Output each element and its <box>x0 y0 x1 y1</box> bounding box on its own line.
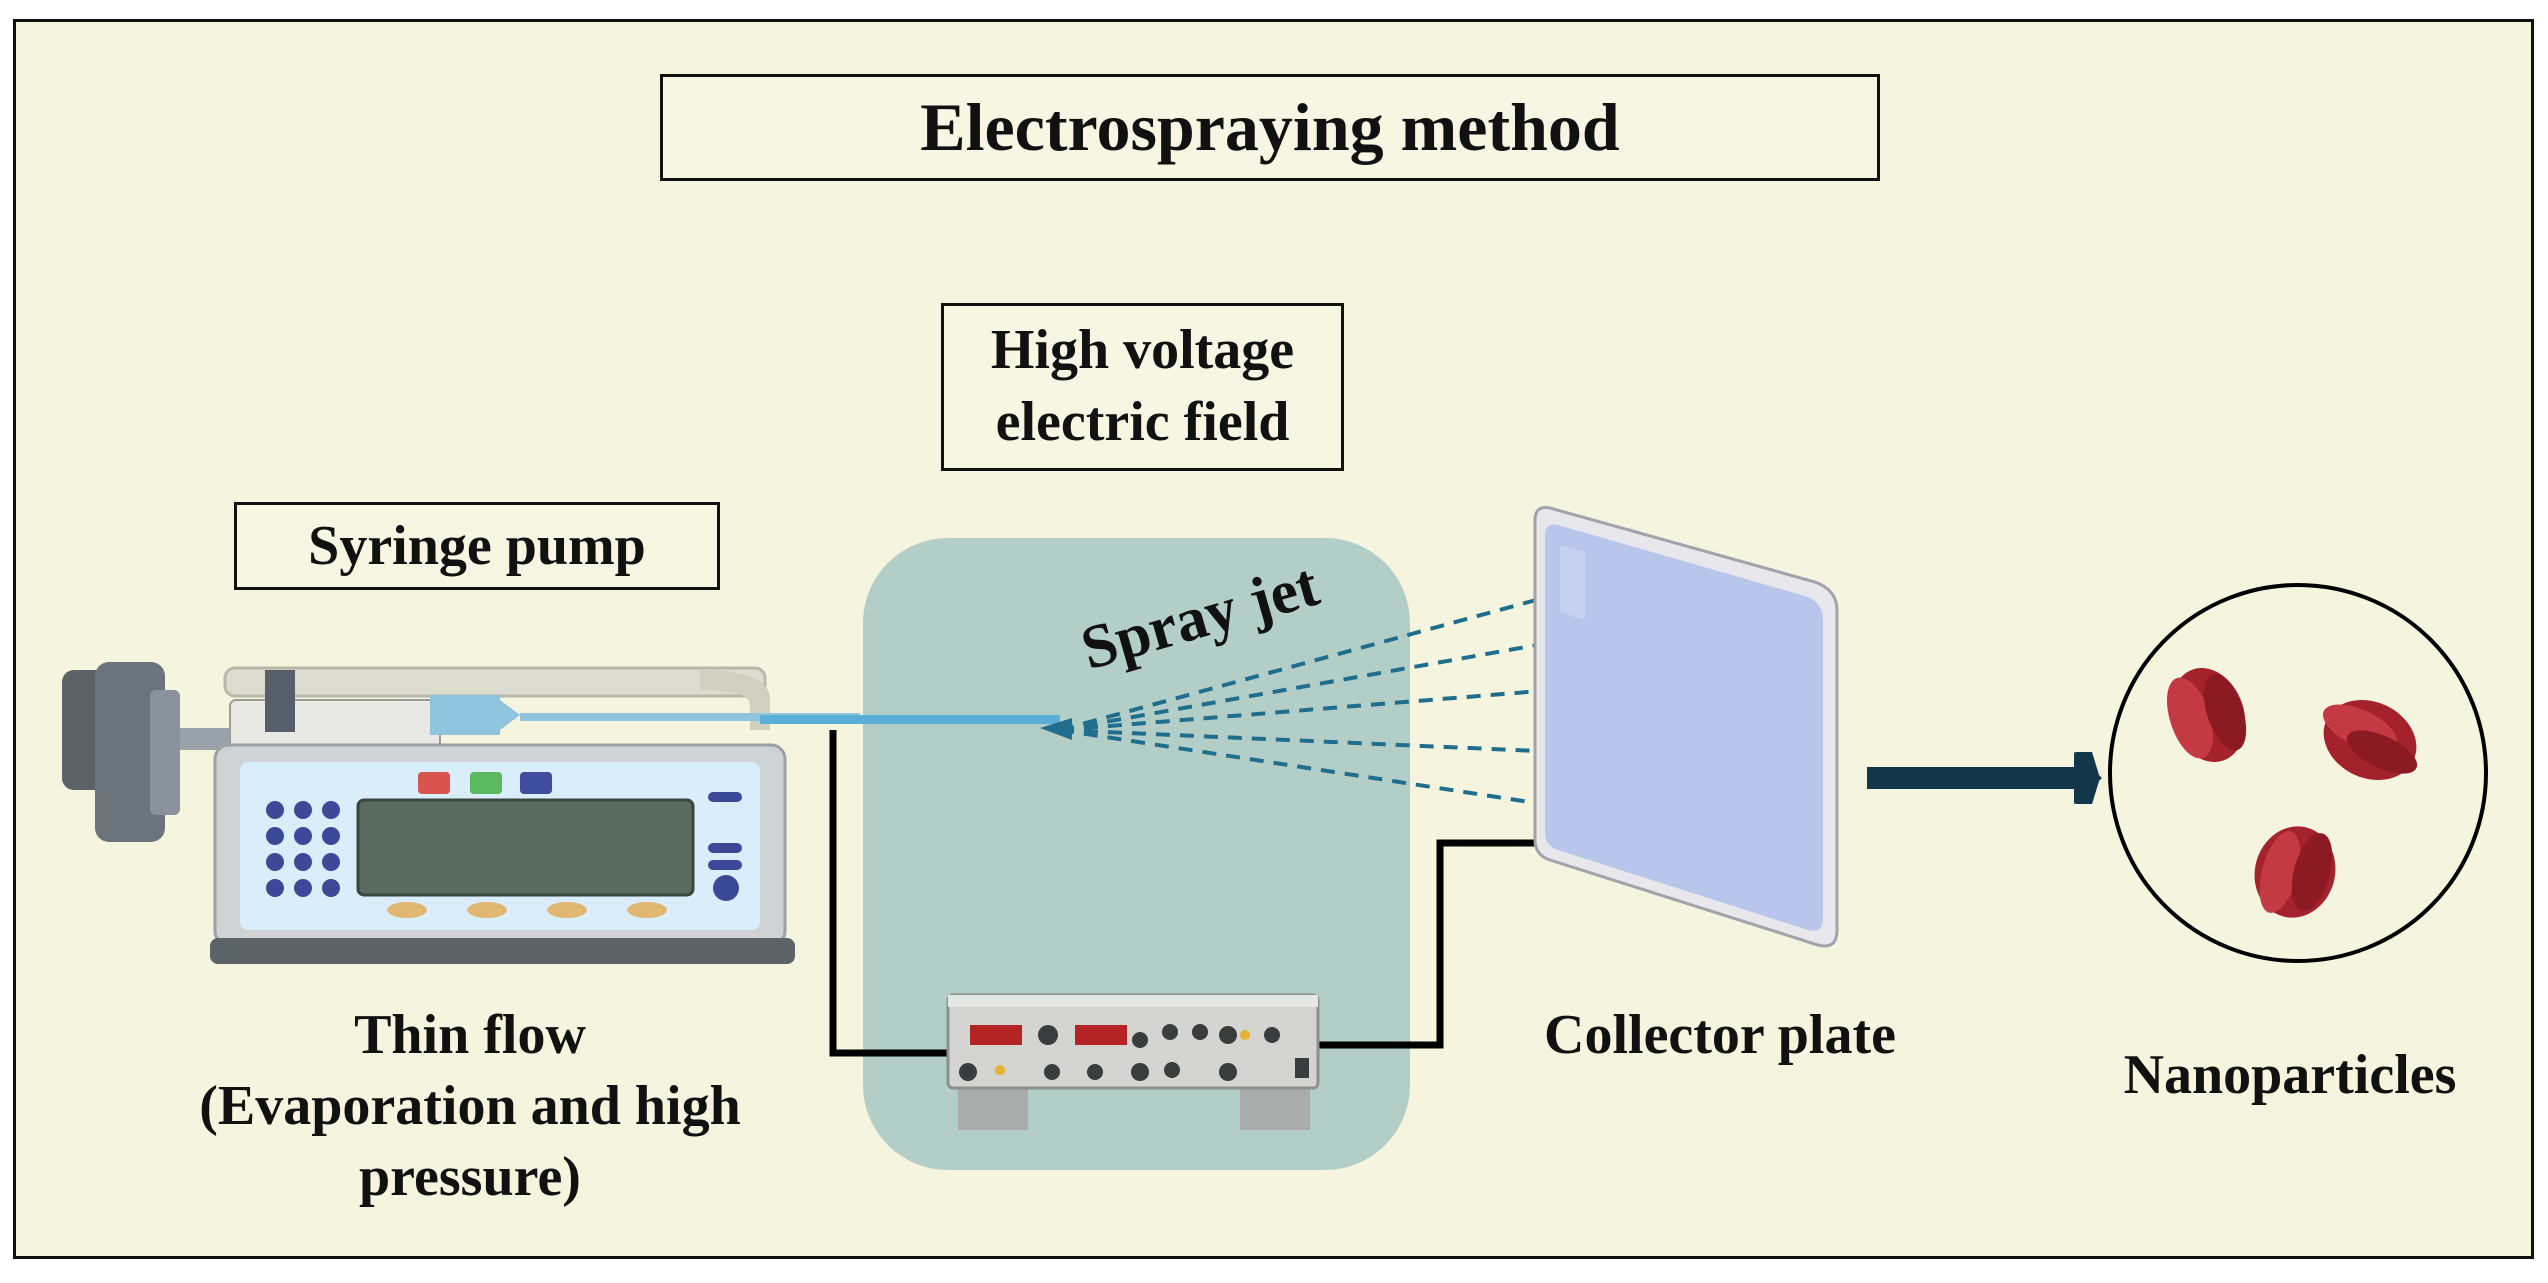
high-voltage-label: High voltage electric field <box>941 303 1344 471</box>
thin-flow-line2: (Evaporation and high <box>199 1075 741 1138</box>
nanoparticle-icon <box>2166 668 2247 762</box>
taylor-cone <box>1040 718 1072 740</box>
collector-plate-label: Collector plate <box>1544 1004 1896 1066</box>
nanoparticle-icon <box>2322 700 2418 780</box>
nanoparticles-label: Nanoparticles <box>2123 1044 2457 1106</box>
collector-plate-icon <box>1533 506 1839 948</box>
high-voltage-line2: electric field <box>995 391 1290 453</box>
diagram-title-text: Electrospraying method <box>920 89 1620 165</box>
wire-pump-to-supply <box>829 730 952 1057</box>
jet-stream <box>760 715 1060 724</box>
high-voltage-line1: High voltage <box>990 319 1295 382</box>
syringe-pump-label: Syringe pump <box>234 502 720 590</box>
syringe-pump-text: Syringe pump <box>308 515 646 577</box>
nanoparticle-icon <box>2254 826 2336 918</box>
thin-flow-line1: Thin flow <box>354 1004 586 1066</box>
thin-flow-line3: pressure) <box>359 1146 581 1209</box>
thin-flow-label: Thin flow (Evaporation and high pressure… <box>140 1000 800 1213</box>
diagram-title: Electrospraying method <box>660 74 1880 181</box>
wire-supply-to-plate <box>1318 839 1592 1049</box>
power-supply-icon <box>946 993 1320 1130</box>
result-arrow <box>1867 752 2102 804</box>
syringe-pump-icon <box>62 662 860 964</box>
